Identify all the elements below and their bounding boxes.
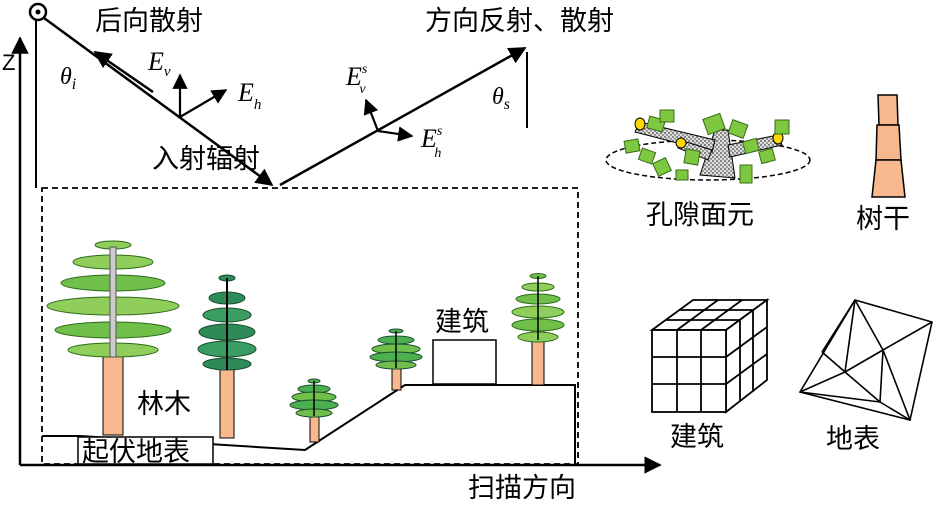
ground-surface-label: 地表	[826, 424, 880, 455]
scene-boundary	[41, 187, 579, 465]
tree-large	[46, 240, 180, 436]
theta-i-label: θi	[60, 64, 76, 93]
eh-label: Eh	[237, 78, 261, 113]
backscatter-arrow	[93, 50, 154, 94]
tree-small-slope	[369, 328, 423, 391]
terrain-label: 起伏地表	[82, 437, 190, 468]
scene-building-label: 建筑	[435, 307, 489, 338]
tree-conifer	[197, 274, 257, 439]
coordinate-axes: Z 扫描方向	[2, 36, 662, 504]
eh-vector	[179, 89, 228, 118]
porous-element: 孔隙面元	[605, 109, 811, 231]
terrain-label-box	[77, 436, 214, 465]
building-element-label: 建筑	[670, 422, 724, 453]
ev-label: Ev	[147, 47, 171, 80]
porous-element-label: 孔隙面元	[646, 200, 754, 231]
terrain-profile	[42, 384, 576, 464]
trunk-element: 树干	[856, 94, 910, 235]
building-box	[432, 339, 497, 385]
trunk-label: 树干	[856, 204, 910, 235]
tree-small-valley	[289, 378, 339, 443]
ground-mesh	[798, 299, 933, 421]
trees: 林木	[46, 240, 565, 443]
trees-label: 林木	[137, 389, 191, 420]
z-axis-label: Z	[2, 50, 15, 75]
building-element	[649, 298, 770, 414]
scan-direction-label: 扫描方向	[468, 473, 576, 504]
backscatter-label: 后向散射	[95, 6, 203, 37]
terrain: 起伏地表	[42, 384, 576, 468]
theta-s-label: θs	[492, 84, 510, 113]
tree-right	[511, 273, 565, 386]
directional-scatter-label: 方向反射、散射	[425, 6, 614, 37]
scene-building: 建筑	[432, 307, 497, 385]
reflection-beam	[279, 46, 527, 187]
evs-vector	[363, 98, 380, 132]
ehs-vector	[377, 126, 414, 142]
incident-radiation-label: 入射辐射	[152, 144, 260, 175]
incident-beam	[43, 16, 274, 187]
